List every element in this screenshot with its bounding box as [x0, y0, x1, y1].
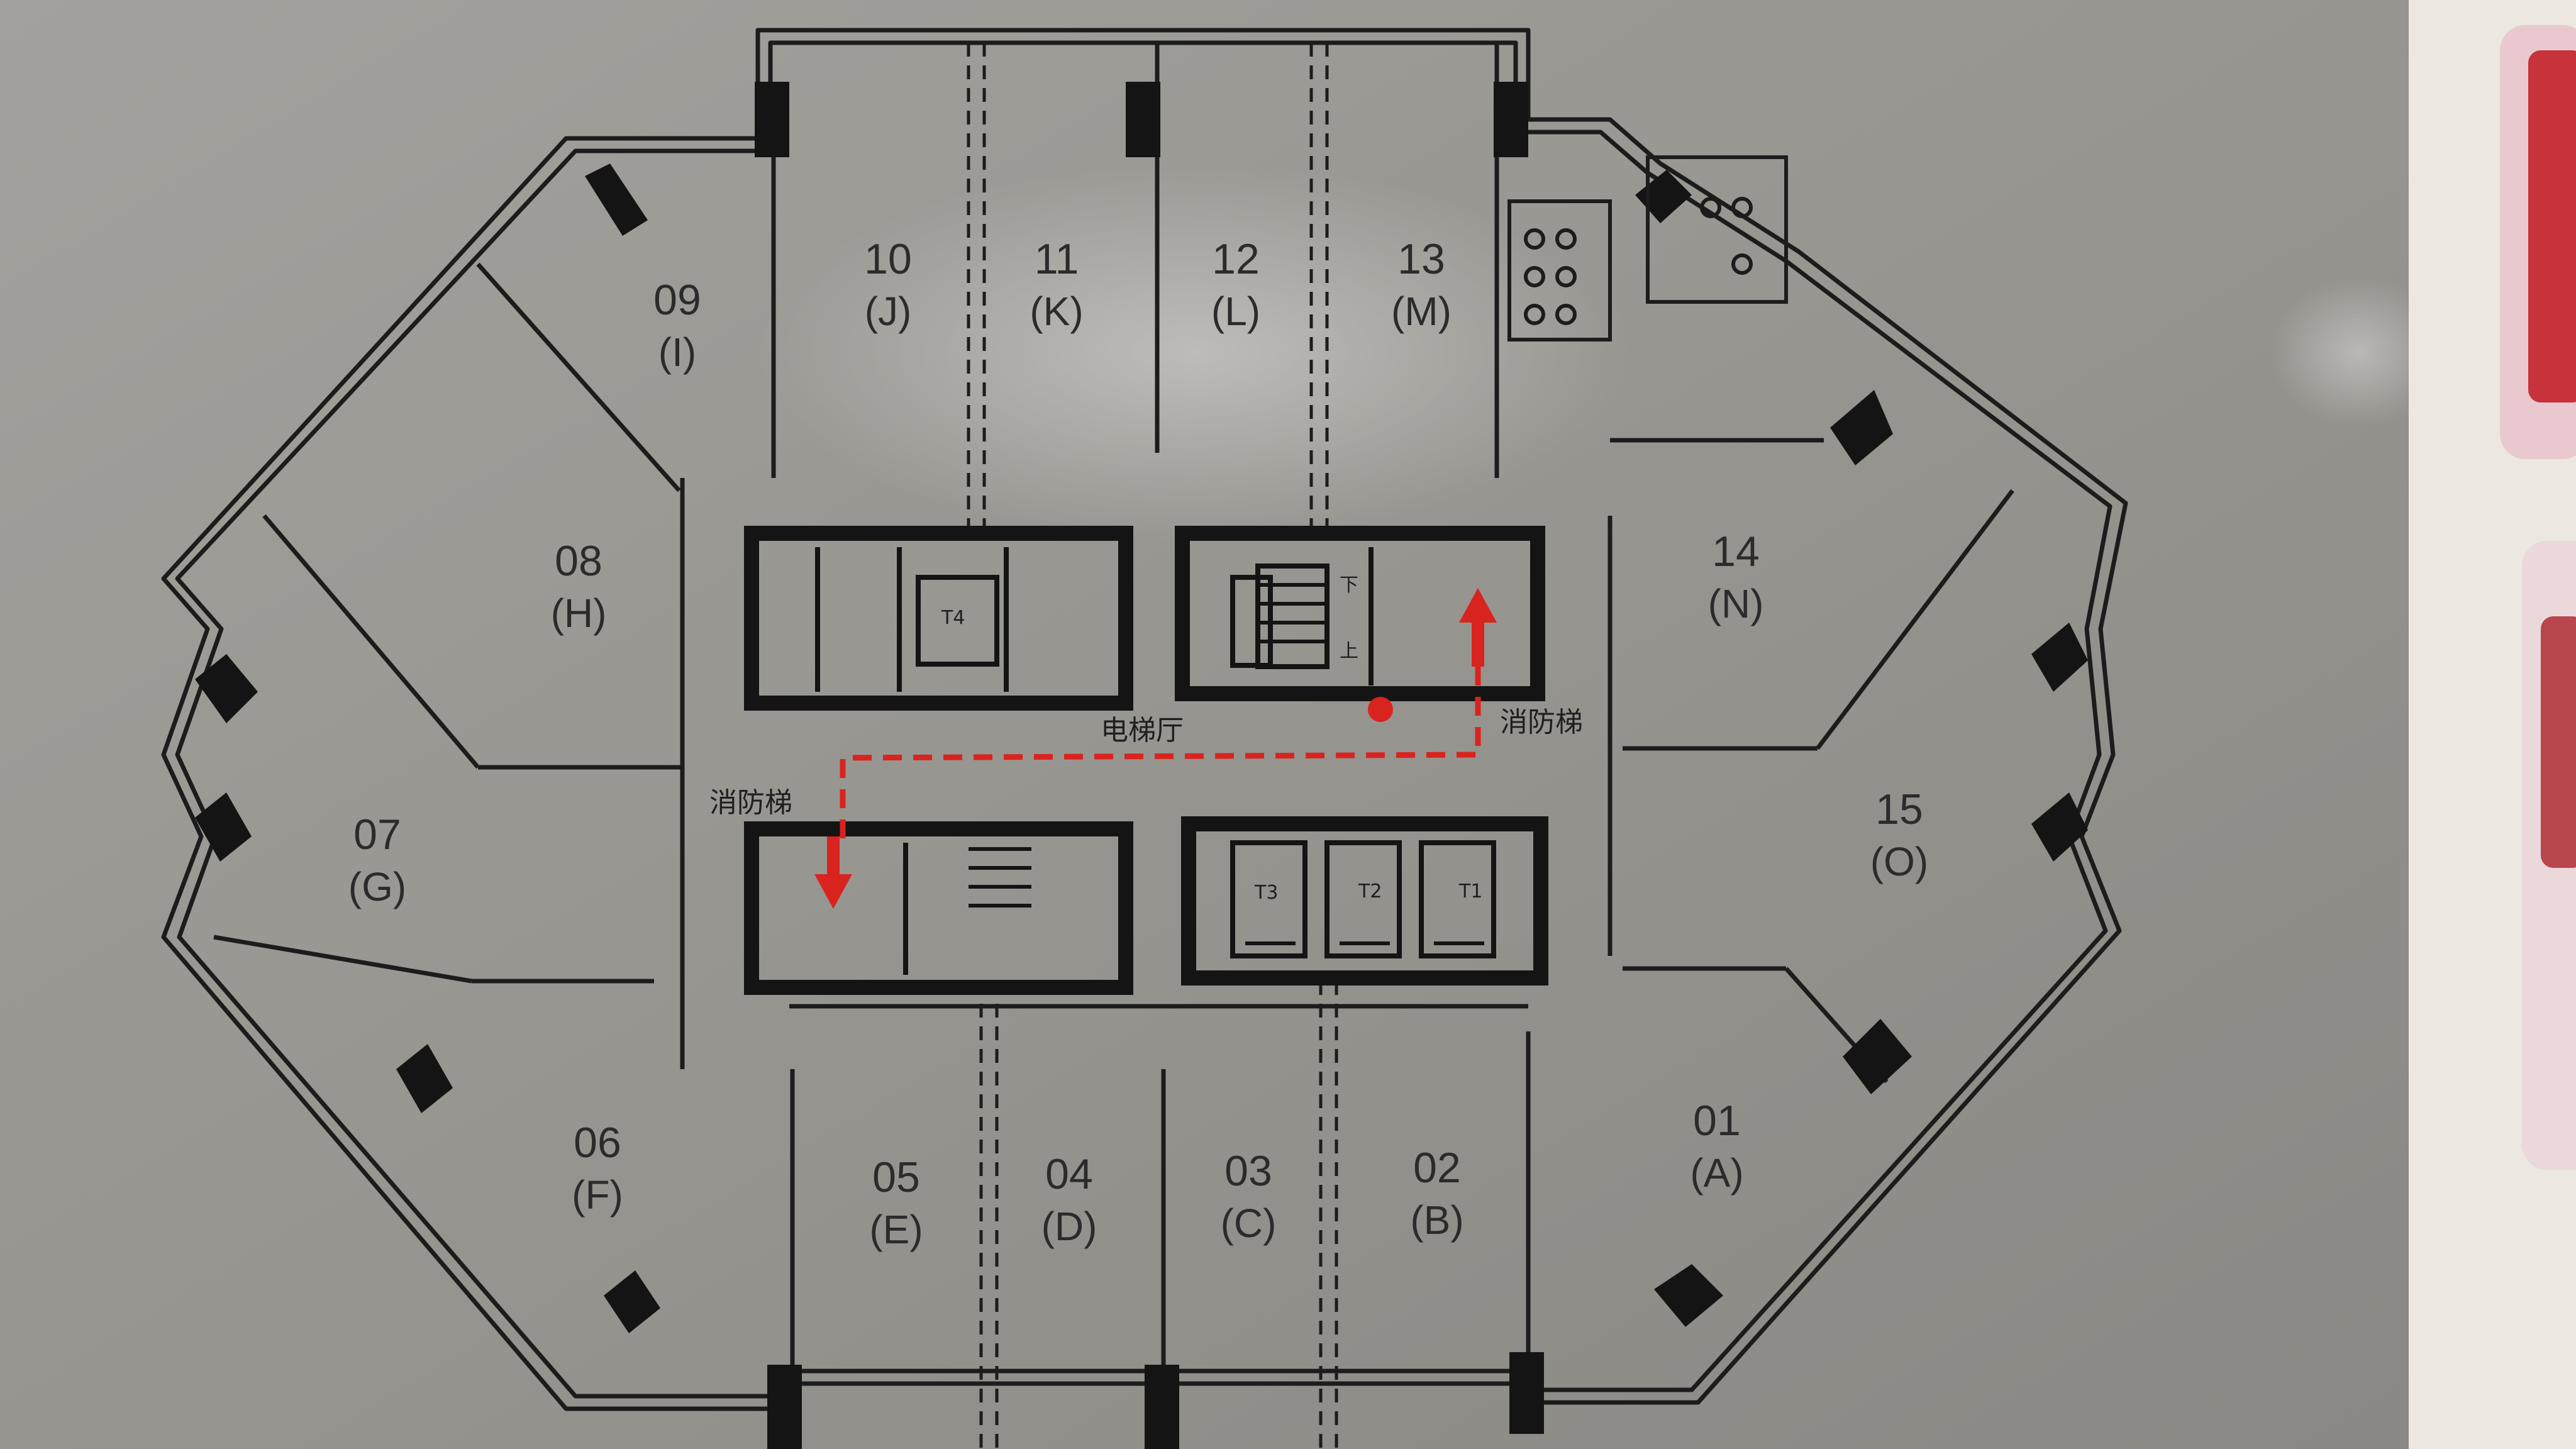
room-08: 08 (H) [550, 537, 607, 636]
stair-down-label: 下 [1340, 574, 1358, 596]
elevator-t4: T4 [941, 607, 965, 629]
restroom-icon [1507, 155, 1788, 341]
room-11: 11 (K) [1030, 235, 1084, 334]
room-03: 03 (C) [1220, 1147, 1277, 1246]
room-13: 13 (M) [1391, 235, 1452, 334]
fire-elevator-label-right: 消防梯 [1500, 706, 1583, 738]
elevator-t2: T2 [1358, 880, 1382, 902]
room-15: 15 (O) [1870, 786, 1929, 884]
room-06: 06 (F) [572, 1119, 623, 1218]
room-01: 01 (A) [1690, 1097, 1744, 1196]
room-05: 05 (E) [869, 1153, 923, 1252]
arrow-up-icon [1459, 588, 1497, 623]
room-09: 09 (I) [653, 276, 701, 375]
arrow-down-icon [814, 874, 852, 909]
elevator-t1: T1 [1459, 880, 1483, 902]
room-07: 07 (G) [348, 811, 407, 909]
room-04: 04 (D) [1041, 1150, 1097, 1249]
room-10: 10 (J) [864, 235, 912, 334]
elevator-t3: T3 [1255, 882, 1279, 904]
room-14: 14 (N) [1707, 528, 1764, 626]
stair-up-label: 上 [1340, 640, 1358, 662]
room-02: 02 (B) [1410, 1144, 1464, 1243]
you-are-here-dot-icon [1368, 697, 1393, 722]
evacuation-route [840, 667, 1481, 843]
room-12: 12 (L) [1211, 235, 1261, 334]
fire-elevator-label-left: 消防梯 [709, 787, 792, 819]
elevator-hall-label: 电梯厅 [1101, 714, 1184, 747]
